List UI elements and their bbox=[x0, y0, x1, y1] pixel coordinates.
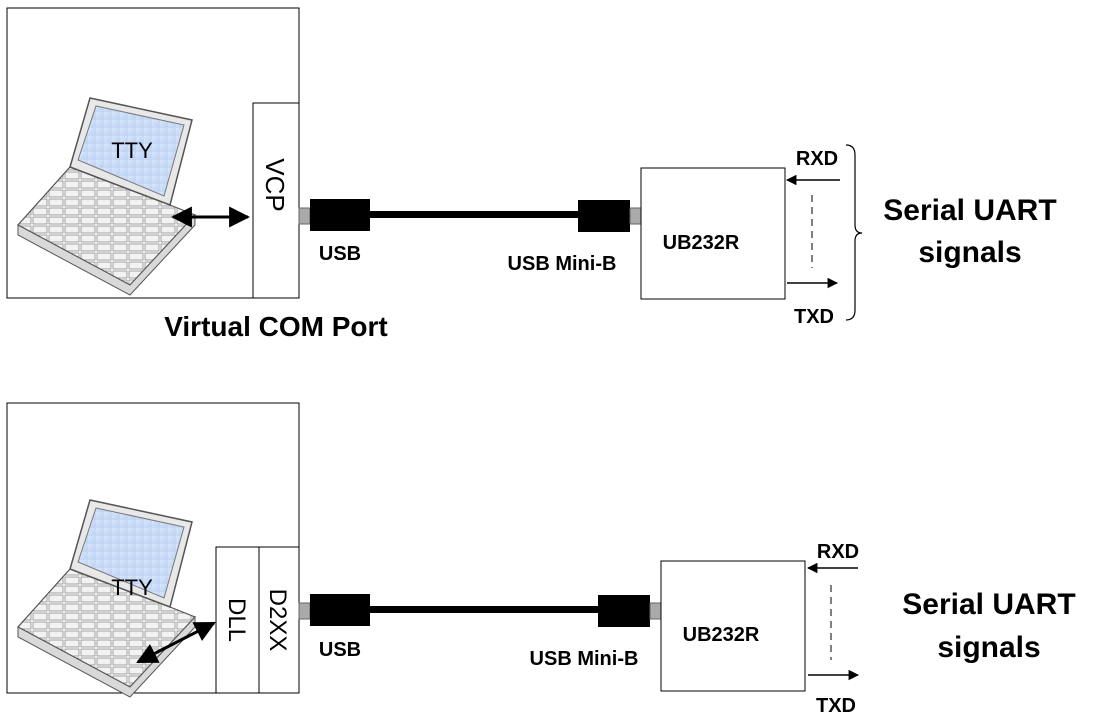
usb-a-plug-icon bbox=[310, 594, 370, 626]
usb-mini-b-metal bbox=[629, 207, 642, 225]
signals-line2: signals bbox=[937, 631, 1040, 664]
module-box bbox=[640, 167, 786, 300]
signals-line1: Serial UART bbox=[883, 194, 1056, 227]
dll-label: DLL bbox=[223, 598, 250, 642]
vcp-block bbox=[252, 102, 300, 299]
usb-mini-b-plug-icon bbox=[598, 595, 650, 627]
caption: Virtual COM Port bbox=[164, 311, 388, 342]
usb-label: USB bbox=[319, 243, 361, 265]
usb-a-metal bbox=[298, 602, 311, 620]
mini-b-label: USB Mini-B bbox=[530, 648, 639, 670]
txd-label: TXD bbox=[794, 306, 834, 328]
txd-label: TXD bbox=[816, 695, 856, 716]
usb-mini-b-metal bbox=[649, 602, 662, 620]
d2xx-block bbox=[258, 546, 300, 694]
screen-text: TTY bbox=[111, 138, 153, 163]
vcp-label: VCP bbox=[260, 158, 290, 211]
dll-block bbox=[215, 546, 260, 694]
module-box bbox=[660, 560, 806, 692]
brace-icon bbox=[845, 144, 863, 321]
module-label: UB232R bbox=[663, 232, 740, 254]
signals-line2: signals bbox=[918, 236, 1021, 269]
usb-a-plug-icon bbox=[310, 199, 370, 231]
mini-b-label: USB Mini-B bbox=[508, 253, 617, 275]
usb-label: USB bbox=[319, 639, 361, 661]
rxd-label: RXD bbox=[796, 148, 838, 170]
signals-line1: Serial UART bbox=[902, 588, 1075, 621]
bidirectional-arrow-icon bbox=[136, 621, 216, 664]
diagram-d2xx: TTY DLL D2XX USB USB Mini-B UB232R RXD T… bbox=[6, 402, 1076, 716]
laptop-icon bbox=[17, 97, 197, 296]
d2xx-label: D2XX bbox=[264, 589, 291, 652]
diagram-vcp: TTY VCP USB USB Mini-B UB232R RXD TXD Se… bbox=[6, 7, 1057, 342]
usb-a-metal bbox=[298, 207, 311, 225]
laptop-icon bbox=[17, 499, 197, 698]
rxd-label: RXD bbox=[817, 541, 859, 563]
module-label: UB232R bbox=[683, 624, 760, 646]
screen-text: TTY bbox=[111, 575, 153, 600]
usb-mini-b-plug-icon bbox=[578, 200, 630, 232]
cable bbox=[370, 211, 578, 218]
cable bbox=[370, 606, 598, 613]
